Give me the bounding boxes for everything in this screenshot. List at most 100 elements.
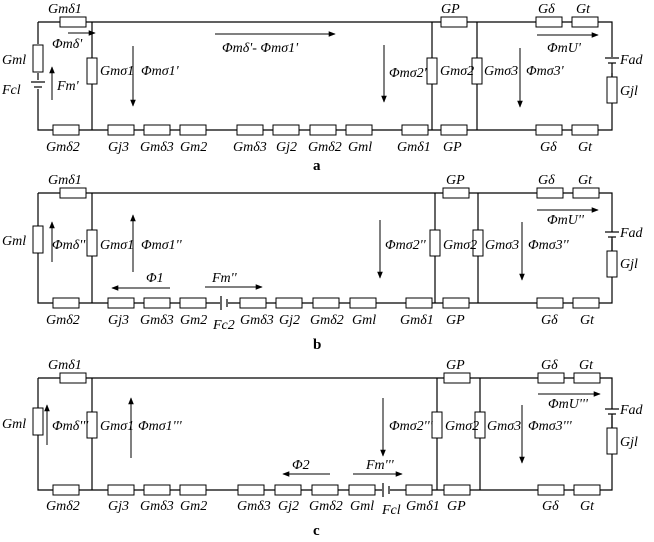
label-bottom-8: Gmδ1 [397, 140, 431, 155]
resistor-top-gmd1 [59, 16, 87, 28]
source-right-fad [605, 408, 619, 428]
shunt-gms2 [426, 57, 438, 85]
label-bottom-3: Gm2 [180, 140, 207, 155]
label-bottom-2: Gmδ3 [140, 140, 174, 155]
resistor-bottom-2 [143, 484, 171, 496]
label-shunt-gms2: Gmσ2 [443, 238, 477, 253]
label-top-gt: Gt [576, 2, 591, 17]
resistor-bottom-6 [312, 297, 340, 309]
resistor-bottom-3 [179, 124, 207, 136]
label-bottom-10: Gδ [540, 140, 557, 155]
caption-a: a [313, 158, 321, 174]
label-bottom-8: Gmδ1 [406, 499, 440, 514]
label-bottom-2: Gmδ3 [140, 313, 174, 328]
shunt-gms1 [86, 229, 98, 257]
resistor-bottom-4 [236, 124, 264, 136]
resistor-bottom-1 [107, 297, 135, 309]
resistor-bottom-7 [345, 124, 373, 136]
resistor-right-gjl [606, 76, 618, 104]
resistor-top-gp [443, 372, 471, 384]
resistor-bottom-11 [573, 484, 601, 496]
label-flux-phi2: Φ2 [292, 458, 310, 473]
resistor-bottom-8 [405, 297, 433, 309]
resistor-left-gml [32, 225, 44, 254]
resistor-top-gp [440, 16, 468, 28]
label-right-fad: Fad [619, 226, 644, 241]
label-flux-left: Φmδ' [52, 37, 83, 52]
label-shunt-gms1: Gmσ1 [100, 64, 134, 79]
resistor-top-gmd1 [59, 372, 87, 384]
panel-a: Gmδ1 GP Gδ Gt Gml Fcl Φmδ' Fm' Gmσ1 Φmσ1… [1, 2, 644, 174]
label-shunt-gms3: Gmσ3 [485, 238, 519, 253]
label-bottom-1: Gj3 [108, 140, 129, 155]
label-fm: Fm' [56, 79, 80, 94]
label-bottom-8: Gmδ1 [400, 313, 434, 328]
resistor-bottom-5 [275, 297, 303, 309]
label-flux-mu: ΦmU'' [547, 213, 585, 228]
resistor-bottom-2 [143, 124, 171, 136]
label-bottom-5: Gj2 [276, 140, 297, 155]
label-bottom-0: Gmδ2 [46, 313, 80, 328]
resistor-bottom-11 [571, 124, 599, 136]
label-flux-s3: Φmσ3''' [528, 419, 573, 434]
shunt-gms2 [431, 411, 443, 439]
resistor-bottom-8 [405, 484, 433, 496]
label-flux-phi1: Φ1 [146, 271, 164, 286]
label-bottom-4: Gmδ3 [237, 499, 271, 514]
label-bottom-7: Gml [348, 140, 372, 155]
label-top-gp: GP [446, 173, 465, 188]
label-bottom-5: Gj2 [279, 313, 300, 328]
label-flux-s2: Φmσ2'' [385, 238, 427, 253]
label-left-gml: Gml [2, 417, 26, 432]
resistor-bottom-9 [443, 484, 471, 496]
resistor-bottom-9 [442, 297, 470, 309]
label-bottom-6: Gmδ2 [309, 499, 343, 514]
resistor-bottom-7 [349, 297, 377, 309]
resistor-bottom-5 [272, 124, 300, 136]
label-top-gt: Gt [578, 173, 593, 188]
caption-b: b [313, 337, 321, 353]
label-bottom-10: Gδ [542, 499, 559, 514]
label-flux-left: Φmδ'' [52, 238, 86, 253]
shunt-gms3 [474, 411, 486, 439]
label-shunt-gms2: Gmσ2 [440, 64, 474, 79]
shunt-gms1 [86, 57, 98, 85]
label-flux-mid: Φmδ'- Φmσ1' [222, 41, 299, 56]
label-right-gjl: Gjl [620, 257, 638, 272]
label-bottom-0: Gmδ2 [46, 499, 80, 514]
resistor-bottom-3 [179, 297, 207, 309]
label-top-gdelta: Gδ [538, 173, 555, 188]
shunt-gms1 [86, 411, 98, 439]
resistor-bottom-0 [52, 484, 80, 496]
label-fm: Fm'' [211, 271, 238, 286]
resistor-bottom-6 [309, 124, 337, 136]
label-bottom-9: GP [443, 140, 462, 155]
label-shunt-gms2: Gmσ2 [445, 419, 479, 434]
resistor-bottom-2 [143, 297, 171, 309]
resistor-top-gmd1 [59, 187, 87, 199]
resistor-top-gt [572, 187, 600, 199]
label-bottom-3: Gm2 [180, 313, 207, 328]
resistor-left-gml [32, 407, 44, 436]
resistor-top-gdelta [537, 372, 565, 384]
resistor-bottom-8 [401, 124, 429, 136]
resistor-left-gml [32, 44, 44, 73]
label-shunt-gms1: Gmσ1 [100, 238, 134, 253]
label-shunt-gms3: Gmσ3 [484, 64, 518, 79]
label-bottom-4: Gmδ3 [240, 313, 274, 328]
label-right-fad: Fad [619, 53, 644, 68]
label-bottom-11: Gt [580, 313, 595, 328]
label-bottom-6: Gmδ2 [308, 140, 342, 155]
resistor-bottom-10 [537, 484, 565, 496]
caption-c: c [313, 523, 320, 539]
label-bottom-3: Gm2 [180, 499, 207, 514]
label-top-gmd1: Gmδ1 [48, 2, 82, 17]
resistor-right-gjl [606, 427, 618, 455]
panel-b: Gmδ1 GP Gδ Gt Gml Φmδ'' Gmσ1 Φmσ1'' Φmσ2… [2, 173, 644, 353]
resistor-top-gp [442, 187, 470, 199]
shunt-gms3 [472, 229, 484, 257]
label-flux-s3: Φmσ3'' [528, 238, 570, 253]
label-bottom-fc2: Fc2 [212, 318, 235, 333]
label-bottom-10: Gδ [541, 313, 558, 328]
label-bottom-9: GP [446, 313, 465, 328]
